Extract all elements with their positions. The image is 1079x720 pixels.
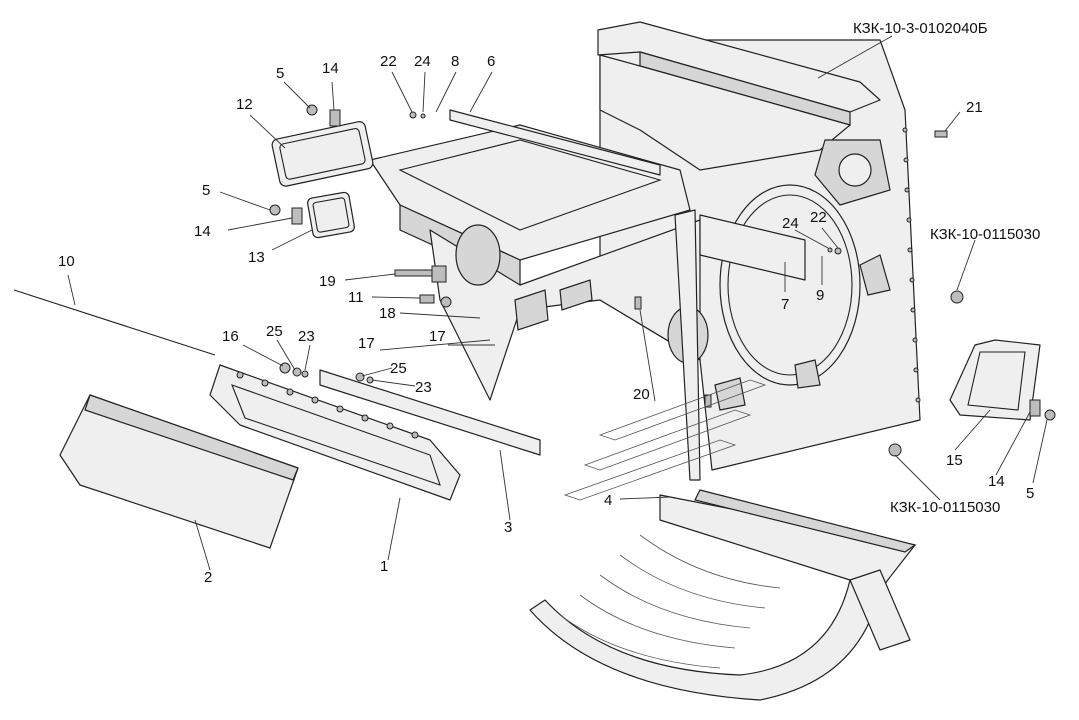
main-housing (597, 21, 921, 471)
label-17b: 17 (429, 328, 446, 345)
part-1-window (231, 384, 441, 486)
part-4-concave (529, 489, 917, 701)
cover-part-15 (949, 339, 1041, 421)
label-24b: 24 (782, 215, 799, 232)
nut-23a (301, 370, 309, 378)
label-25a: 25 (266, 323, 283, 340)
label-22a: 22 (380, 53, 397, 70)
bolt-21 (934, 130, 948, 138)
washer-24a (420, 113, 426, 119)
housing-rivets (902, 127, 921, 403)
strip-part-7 (699, 214, 806, 281)
housing-slot-1 (859, 254, 891, 296)
label-kzk-10-0115030-b: КЗК-10-0115030 (890, 499, 1000, 516)
part-1-teeth (236, 371, 419, 439)
frame-post (674, 209, 701, 481)
cover-part-12-inner (279, 128, 366, 180)
label-19: 19 (319, 273, 336, 290)
part-1-frame (209, 364, 461, 501)
housing-top-cover (597, 21, 881, 113)
label-14c: 14 (988, 473, 1005, 490)
label-23b: 23 (415, 379, 432, 396)
washer-16 (279, 362, 291, 374)
label-8: 8 (451, 53, 459, 70)
clip-14c (1029, 399, 1041, 417)
label-4: 4 (604, 492, 612, 509)
housing-bearing-hole (838, 153, 872, 187)
placement-guides (563, 379, 767, 501)
label-1: 1 (380, 558, 388, 575)
frame-left-wall (429, 219, 701, 401)
housing-drum-opening-inner (727, 194, 853, 376)
washer-24b (827, 247, 833, 253)
rod-part-10 (13, 289, 216, 356)
label-15: 15 (946, 452, 963, 469)
part-2-shield (59, 394, 299, 549)
label-21: 21 (966, 99, 983, 116)
fitting-0115030-a (950, 290, 964, 304)
part-4-grate (694, 489, 917, 553)
label-25b: 25 (390, 360, 407, 377)
clip-14b (291, 207, 303, 225)
frame-deck-opening (398, 139, 662, 231)
part-4-end-plate (849, 569, 911, 651)
label-11: 11 (348, 289, 364, 306)
housing-slot-3 (714, 377, 746, 411)
wing-nut-5b (269, 204, 281, 216)
label-18: 18 (379, 305, 396, 322)
label-10: 10 (58, 253, 75, 270)
label-23a: 23 (298, 328, 315, 345)
part-3-bar (319, 369, 541, 456)
callout-labels: КЗК-10-3-0102040Б КЗК-10-0115030 КЗК-10-… (58, 20, 1040, 586)
label-17a: 17 (358, 335, 375, 352)
label-kzk-10-0115030-a: КЗК-10-0115030 (930, 226, 1040, 243)
label-5c: 5 (1026, 485, 1034, 502)
clip-14a (329, 109, 341, 127)
label-20: 20 (633, 386, 650, 403)
label-5a: 5 (276, 65, 284, 82)
part-4-ribs (559, 534, 781, 669)
strip-part-6 (449, 109, 661, 176)
frame-slot-a (514, 289, 549, 331)
label-6: 6 (487, 53, 495, 70)
bracket-part-19 (431, 265, 447, 283)
label-24a: 24 (414, 53, 431, 70)
cover-part-13-inner (312, 197, 350, 233)
housing-inner-panel (599, 54, 851, 171)
label-14b: 14 (194, 223, 211, 240)
label-2: 2 (204, 569, 212, 586)
label-14a: 14 (322, 60, 339, 77)
washer-25b (355, 372, 365, 382)
label-16: 16 (222, 328, 239, 345)
leader-lines (67, 35, 1048, 571)
label-13: 13 (248, 249, 265, 266)
label-9: 9 (816, 287, 824, 304)
washer-part-11 (440, 296, 452, 308)
label-3: 3 (504, 519, 512, 536)
wing-nut-5c (1044, 409, 1056, 421)
pin-11 (419, 294, 435, 304)
nut-22a (409, 111, 417, 119)
part-2-top-edge (84, 394, 299, 481)
label-kzk-10-3-0102040b: КЗК-10-3-0102040Б (853, 20, 988, 37)
frame-slot-b (559, 279, 593, 311)
label-22b: 22 (810, 209, 827, 226)
cover-part-12 (271, 121, 374, 187)
cover-part-13 (307, 191, 355, 239)
nut-22b (834, 247, 842, 255)
label-7: 7 (781, 296, 789, 313)
fitting-0115030-b (888, 443, 902, 457)
bolt-19 (394, 269, 436, 277)
label-5b: 5 (202, 182, 210, 199)
cover-part-15-inner (967, 351, 1026, 411)
housing-slot-2 (794, 359, 821, 389)
bolt-20a (634, 296, 642, 310)
frame-bearing-left (455, 224, 501, 286)
part-4-body (529, 494, 916, 701)
label-12: 12 (236, 96, 253, 113)
